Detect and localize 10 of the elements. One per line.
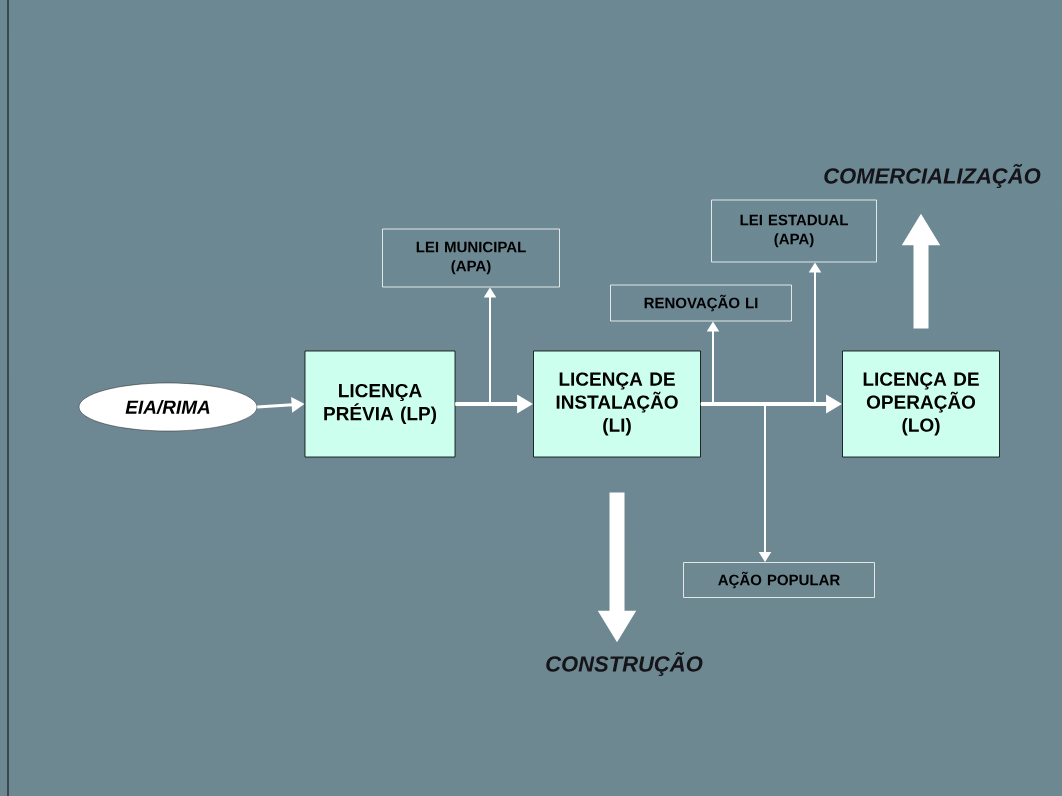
note-box: LEI ESTADUAL (APA) — [711, 199, 877, 263]
process-box: LICENÇA DE OPERAÇÃO (LO) — [842, 350, 1000, 458]
outcome-label: CONSTRUÇÃO — [546, 651, 703, 677]
outcome-label: COMERCIALIZAÇÃO — [824, 163, 1041, 189]
ellipse-node: EIA/RIMA — [78, 382, 258, 432]
process-box: LICENÇA DE INSTALAÇÃO (LI) — [533, 350, 701, 458]
note-box: RENOVAÇÃO LI — [610, 284, 792, 322]
note-box: LEI MUNICIPAL (APA) — [382, 228, 560, 288]
note-box: AÇÃO POPULAR — [683, 562, 875, 598]
process-box: LICENÇA PRÉVIA (LP) — [304, 350, 456, 458]
